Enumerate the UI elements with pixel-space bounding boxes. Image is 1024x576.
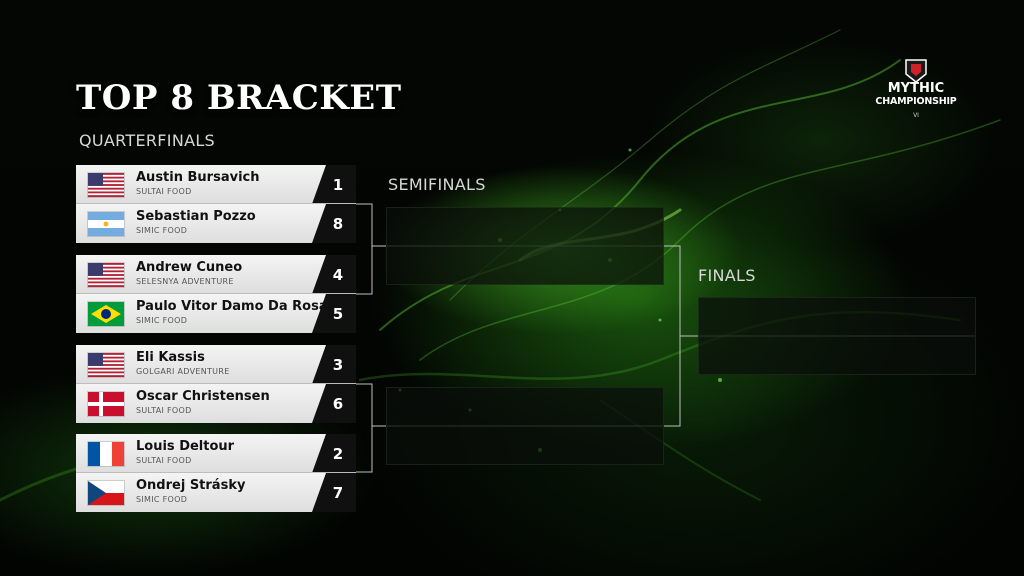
player-seed: 4 xyxy=(312,255,356,293)
player-card: Ondrej Strásky SIMIC FOOD 7 xyxy=(76,473,356,512)
logo-numeral-text: VI xyxy=(913,112,919,119)
quarterfinals-label: QUARTERFINALS xyxy=(79,131,216,150)
semifinal-2-slot-bottom xyxy=(386,426,664,465)
us-flag-icon xyxy=(88,353,124,377)
quarterfinal-match-1: Austin Bursavich SULTAI FOOD 1 Sebastian… xyxy=(76,165,356,243)
denmark-flag-icon xyxy=(88,392,124,416)
page-title: TOP 8 BRACKET xyxy=(76,78,402,118)
quarterfinal-match-2: Andrew Cuneo SELESNYA ADVENTURE 4 Paulo … xyxy=(76,255,356,333)
final-slot-top xyxy=(698,297,976,336)
mythic-championship-logo: MYTHIC CHAMPIONSHIP VI xyxy=(866,58,966,132)
czech-flag-icon xyxy=(88,481,124,505)
us-flag-icon xyxy=(88,263,124,287)
player-deck: SULTAI FOOD xyxy=(136,187,192,196)
final-slot-bottom xyxy=(698,336,976,375)
semifinal-2-slot-top xyxy=(386,387,664,426)
player-seed: 6 xyxy=(312,384,356,423)
player-card: Paulo Vitor Damo Da Rosa SIMIC FOOD 5 xyxy=(76,294,356,333)
player-deck: SIMIC FOOD xyxy=(136,226,188,235)
player-deck: SIMIC FOOD xyxy=(136,316,188,325)
player-seed: 7 xyxy=(312,473,356,512)
player-seed: 3 xyxy=(312,345,356,383)
brazil-flag-icon xyxy=(88,302,124,326)
argentina-flag-icon xyxy=(88,212,124,236)
player-deck: SULTAI FOOD xyxy=(136,406,192,415)
logo-mythic-text: MYTHIC xyxy=(887,81,945,96)
player-card: Oscar Christensen SULTAI FOOD 6 xyxy=(76,384,356,423)
player-name: Paulo Vitor Damo Da Rosa xyxy=(136,299,328,314)
player-name: Oscar Christensen xyxy=(136,389,270,404)
player-deck: SULTAI FOOD xyxy=(136,456,192,465)
player-name: Austin Bursavich xyxy=(136,170,260,185)
mythic-crest-icon xyxy=(905,59,927,83)
semifinals-label: SEMIFINALS xyxy=(388,175,486,194)
france-flag-icon xyxy=(88,442,124,466)
player-name: Sebastian Pozzo xyxy=(136,209,256,224)
player-deck: SIMIC FOOD xyxy=(136,495,188,504)
player-deck: GOLGARI ADVENTURE xyxy=(136,367,230,376)
player-card: Andrew Cuneo SELESNYA ADVENTURE 4 xyxy=(76,255,356,294)
player-name: Ondrej Strásky xyxy=(136,478,246,493)
logo-championship-text: CHAMPIONSHIP xyxy=(875,96,957,107)
player-card: Austin Bursavich SULTAI FOOD 1 xyxy=(76,165,356,204)
player-card: Eli Kassis GOLGARI ADVENTURE 3 xyxy=(76,345,356,384)
player-seed: 1 xyxy=(312,165,356,203)
quarterfinal-match-3: Eli Kassis GOLGARI ADVENTURE 3 Oscar Chr… xyxy=(76,345,356,423)
player-card: Sebastian Pozzo SIMIC FOOD 8 xyxy=(76,204,356,243)
us-flag-icon xyxy=(88,173,124,197)
semifinal-1-slot-bottom xyxy=(386,246,664,285)
player-deck: SELESNYA ADVENTURE xyxy=(136,277,234,286)
player-seed: 8 xyxy=(312,204,356,243)
finals-label: FINALS xyxy=(698,266,756,285)
player-name: Eli Kassis xyxy=(136,350,205,365)
player-name: Andrew Cuneo xyxy=(136,260,243,275)
semifinal-1-slot-top xyxy=(386,207,664,246)
player-seed: 2 xyxy=(312,434,356,472)
quarterfinal-match-4: Louis Deltour SULTAI FOOD 2 Ondrej Strás… xyxy=(76,434,356,512)
player-name: Louis Deltour xyxy=(136,439,235,454)
player-card: Louis Deltour SULTAI FOOD 2 xyxy=(76,434,356,473)
